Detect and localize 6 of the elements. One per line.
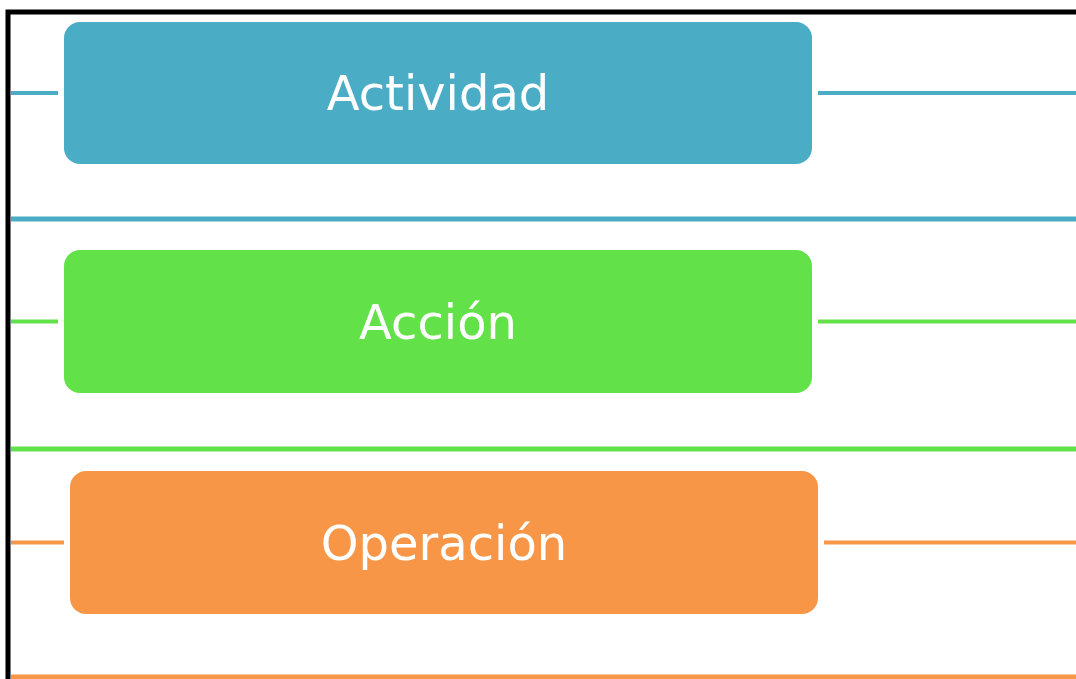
level-box [64,22,812,164]
level-box [64,250,812,393]
level-label: Acción [359,293,517,350]
level-label: Actividad [326,65,550,121]
level-label: Operación [320,514,568,571]
level-box [70,471,818,614]
